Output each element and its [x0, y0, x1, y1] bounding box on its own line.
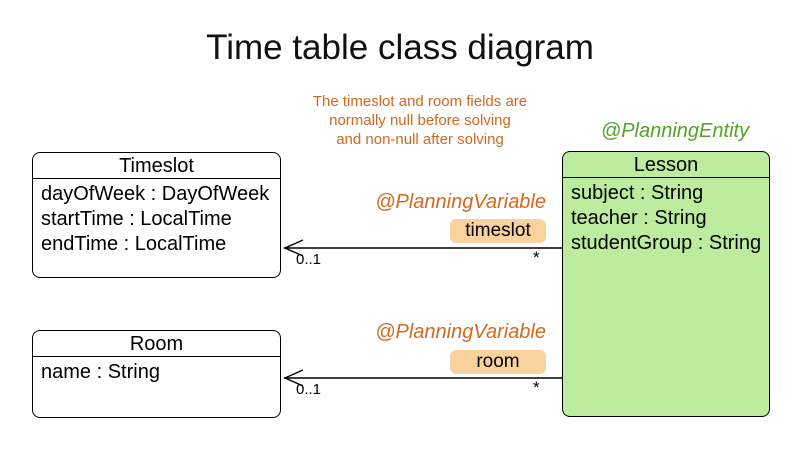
field-badge-room: room: [450, 350, 546, 374]
class-room-title: Room: [33, 331, 280, 357]
attribute-endtime: endTime : LocalTime: [41, 233, 227, 255]
class-lesson-attributes: subject : String teacher : String studen…: [563, 178, 769, 256]
class-lesson: Lesson subject : String teacher : String…: [562, 151, 770, 417]
class-lesson-title: Lesson: [563, 152, 769, 178]
multiplicity-timeslot-target: 0..1: [296, 251, 322, 268]
multiplicity-timeslot-source: *: [533, 248, 540, 267]
diagram-title: Time table class diagram: [206, 28, 594, 67]
attribute-name: name : String: [41, 361, 160, 383]
planning-variable-annotation-room: @PlanningVariable: [375, 321, 546, 343]
attribute-teacher: teacher : String: [571, 207, 707, 229]
class-timeslot-attributes: dayOfWeek : DayOfWeek startTime : LocalT…: [33, 179, 280, 257]
class-timeslot: Timeslot dayOfWeek : DayOfWeek startTime…: [32, 152, 281, 278]
solver-note: The timeslot and room fields are normall…: [280, 92, 560, 149]
multiplicity-room-target: 0..1: [296, 381, 322, 398]
class-timeslot-title: Timeslot: [33, 153, 280, 179]
note-line: The timeslot and room fields are: [312, 93, 528, 110]
planning-entity-annotation: @PlanningEntity: [600, 120, 750, 142]
field-badge-timeslot: timeslot: [450, 219, 546, 243]
attribute-dayofweek: dayOfWeek : DayOfWeek: [41, 183, 270, 205]
note-line: normally null before solving: [329, 112, 511, 129]
attribute-subject: subject : String: [571, 182, 704, 204]
attribute-studentgroup: studentGroup : String: [571, 232, 762, 254]
class-room: Room name : String: [32, 330, 281, 418]
class-room-attributes: name : String: [33, 357, 280, 385]
multiplicity-room-source: *: [533, 378, 540, 397]
planning-variable-annotation-timeslot: @PlanningVariable: [375, 191, 546, 213]
attribute-starttime: startTime : LocalTime: [41, 208, 232, 230]
note-line: and non-null after solving: [336, 131, 504, 148]
